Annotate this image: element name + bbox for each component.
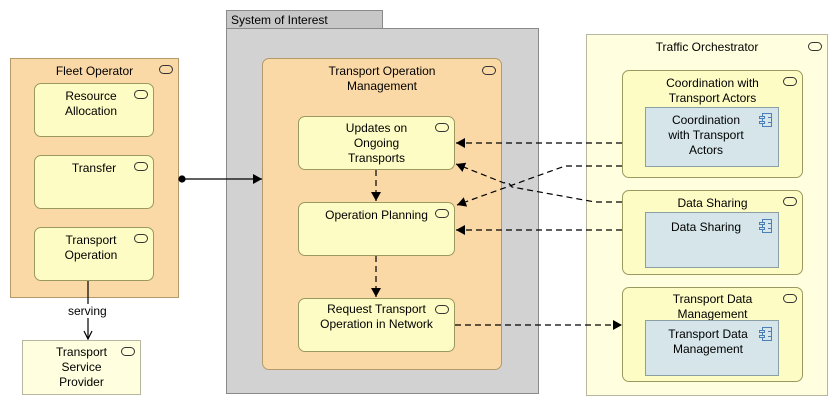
application-component-icon — [759, 219, 772, 233]
function-updates-on-ongoing-transports[interactable]: Updates on Ongoing Transports — [298, 116, 455, 170]
function-label: Updates on Ongoing Transports — [345, 121, 408, 165]
function-request-transport-operation[interactable]: Request Transport Operation in Network — [298, 298, 455, 352]
role-icon — [783, 77, 797, 86]
role-icon — [159, 65, 173, 74]
role-icon — [121, 347, 135, 356]
flow-datasharing-to-updates — [455, 162, 622, 203]
role-icon — [134, 162, 148, 171]
role-icon — [783, 294, 797, 303]
role-resource-allocation[interactable]: Resource Allocation — [34, 83, 154, 137]
component-data-sharing[interactable]: Data Sharing — [645, 212, 779, 268]
flow-coordination-to-planning — [456, 165, 622, 207]
role-icon — [435, 123, 449, 132]
role-icon — [783, 197, 797, 206]
application-component-icon — [759, 327, 772, 341]
group-title: Data Sharing — [677, 196, 748, 210]
role-transport-operation[interactable]: Transport Operation — [34, 227, 154, 281]
component-label: Coordination with Transport Actors — [668, 113, 744, 157]
role-icon — [482, 66, 496, 75]
function-label: Request Transport Operation in Network — [320, 302, 433, 331]
group-title: Transport Data Management — [672, 292, 753, 321]
fleet-operator-title: Fleet Operator — [55, 64, 134, 78]
role-icon — [435, 209, 449, 218]
relation-start-dot — [178, 175, 186, 183]
transport-service-provider-title: Transport Service Provider — [56, 345, 107, 389]
tom-title: Transport Operation Management — [328, 64, 436, 93]
transport-service-provider[interactable]: Transport Service Provider — [22, 340, 141, 395]
role-icon — [134, 234, 148, 243]
traffic-orchestrator-title: Traffic Orchestrator — [655, 40, 759, 54]
group-title: Coordination with Transport Actors — [666, 76, 759, 105]
role-label: Resource Allocation — [64, 89, 118, 118]
function-operation-planning[interactable]: Operation Planning — [298, 202, 455, 256]
component-label: Transport Data Management — [668, 327, 748, 356]
role-icon — [134, 90, 148, 99]
serving-label: serving — [66, 304, 109, 318]
role-label: Transport Operation — [64, 233, 118, 262]
role-transfer[interactable]: Transfer — [34, 155, 154, 209]
function-label: Operation Planning — [325, 208, 428, 222]
role-icon — [435, 305, 449, 314]
system-of-interest-title: System of Interest — [231, 13, 328, 27]
component-coordination-with-transport-actors[interactable]: Coordination with Transport Actors — [645, 107, 779, 167]
component-label: Data Sharing — [670, 220, 742, 234]
application-component-icon — [759, 113, 772, 127]
role-icon — [808, 42, 822, 51]
role-label: Transfer — [71, 161, 117, 175]
component-transport-data-management[interactable]: Transport Data Management — [645, 320, 779, 376]
